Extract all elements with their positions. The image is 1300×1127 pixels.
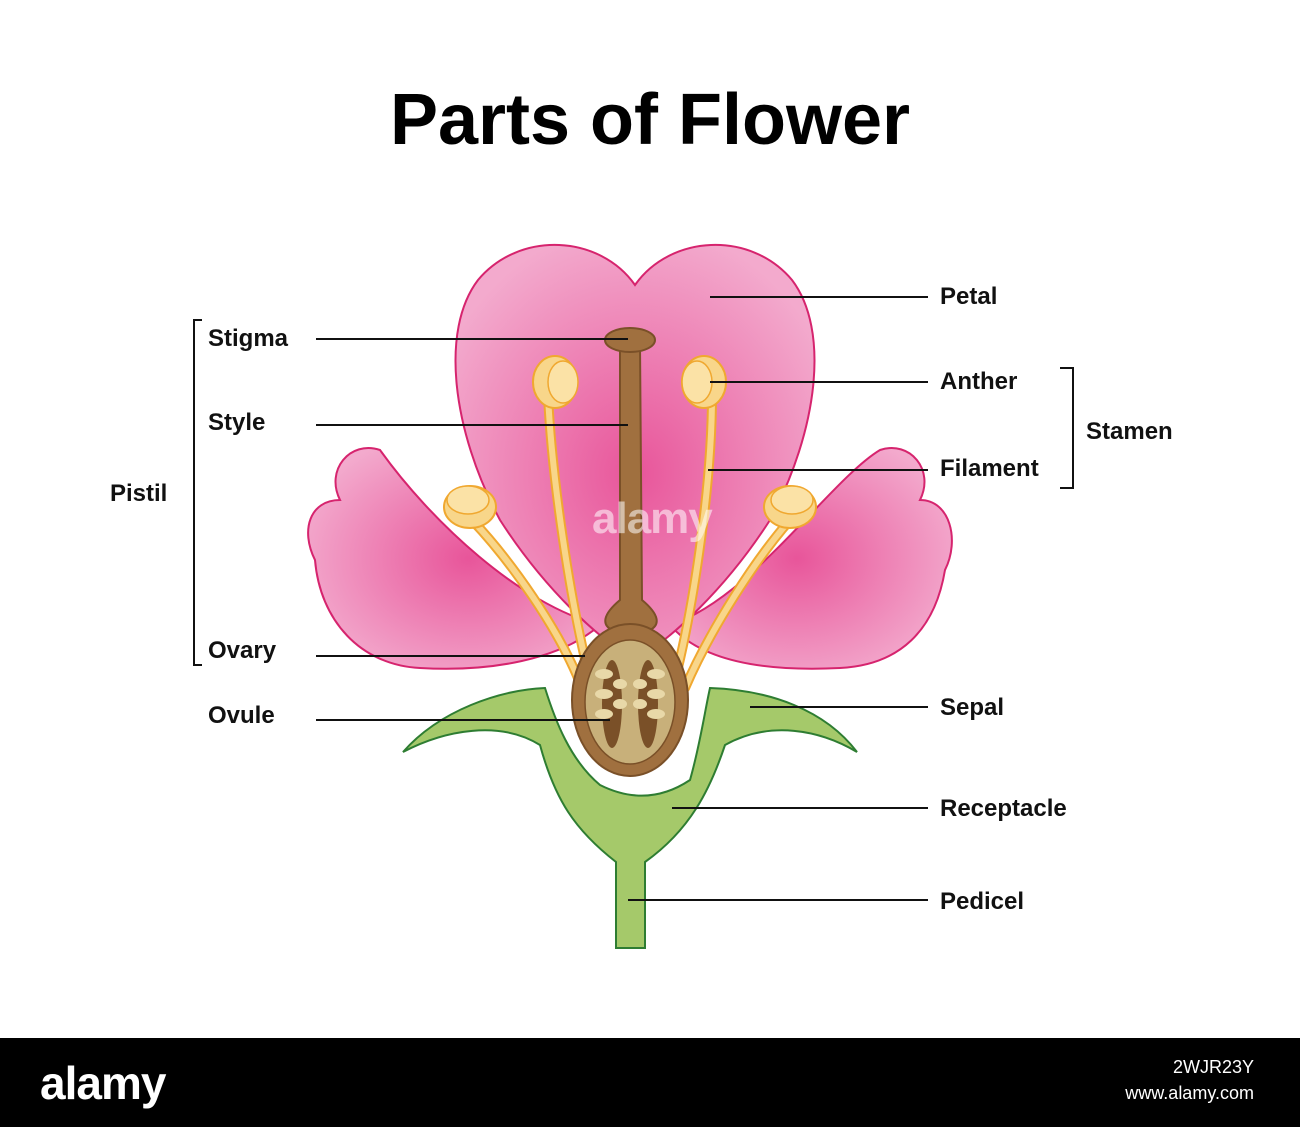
pistil: [571, 327, 689, 777]
label-pedicel: Pedicel: [940, 888, 1024, 915]
label-stamen: Stamen: [1086, 418, 1173, 445]
label-petal: Petal: [940, 283, 997, 310]
diagram-title: Parts of Flower: [389, 80, 911, 160]
stamen-bracket: [1060, 367, 1074, 489]
watermark-info: 2WJR23Y www.alamy.com: [1125, 1054, 1254, 1106]
watermark-url: www.alamy.com: [1125, 1083, 1254, 1103]
anthers: [443, 355, 817, 529]
ovules: [595, 669, 665, 719]
flower-diagram: Petal Anther Filament Stamen Sepal Recep…: [110, 243, 1173, 949]
label-sepal: Sepal: [940, 694, 1004, 721]
label-pistil: Pistil: [110, 480, 167, 507]
sepal-receptacle: [402, 686, 858, 949]
label-style: Style: [208, 409, 265, 436]
watermark-center: alamy: [592, 494, 713, 543]
image-id: 2WJR23Y: [1172, 1057, 1254, 1077]
label-filament: Filament: [940, 455, 1039, 482]
label-stigma: Stigma: [208, 325, 289, 352]
alamy-logo: alamy: [40, 1057, 166, 1109]
label-anther: Anther: [940, 368, 1017, 395]
filaments: [467, 390, 795, 693]
petal-left: [307, 447, 603, 670]
label-ovary: Ovary: [208, 637, 277, 664]
label-ovule: Ovule: [208, 702, 275, 729]
petal-right: [668, 447, 953, 670]
label-receptacle: Receptacle: [940, 795, 1067, 822]
pistil-bracket: [193, 319, 202, 666]
watermark-footer: alamy 2WJR23Y www.alamy.com: [0, 1038, 1300, 1127]
